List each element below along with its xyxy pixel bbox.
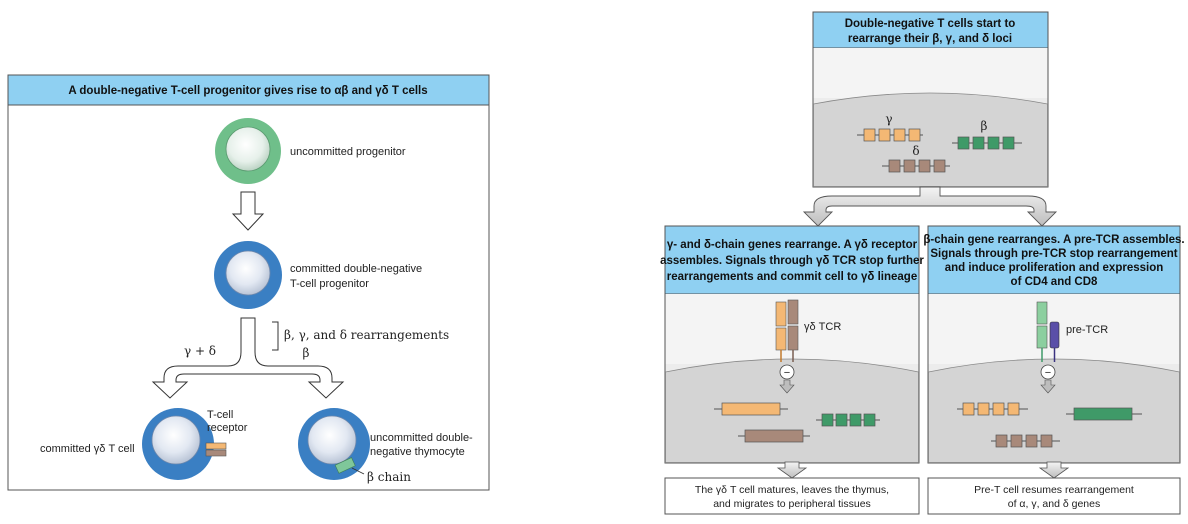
signal-arrow-icon [779, 379, 795, 394]
gamma-delta-title-3: rearrangements and commit cell to γδ lin… [667, 271, 917, 283]
gd-footer-2: and migrates to peripheral tissues [713, 498, 871, 510]
minus-circle-icon [1040, 364, 1056, 380]
gamma-delta-tcr-label: γδ TCR [804, 321, 841, 333]
gamma-locus-label: γ [885, 112, 892, 126]
top-box-title-2: rearrange their β, γ, and δ loci [848, 33, 1012, 45]
committed-progenitor-cell [214, 241, 282, 309]
rearrangements-label: β, γ, and δ rearrangements [284, 328, 449, 342]
beta-locus [952, 136, 1022, 150]
gamma-delta-tcr [775, 299, 799, 362]
tcr-label-1: T-cell [207, 409, 233, 421]
top-box-title-1: Double-negative T cells start to [845, 18, 1016, 30]
branch-gamma-delta-label: γ + δ [184, 344, 216, 358]
signal-arrow-icon [1040, 379, 1056, 394]
top-box: Double-negative T cells start to rearran… [812, 11, 1049, 188]
pre-tcr-box-header [927, 225, 1181, 295]
pre-tcr-box: β-chain gene rearranges. A pre-TCR assem… [923, 225, 1185, 464]
pre-cytoplasm-membrane [928, 358, 1180, 463]
uncommitted-progenitor-cell [215, 118, 281, 184]
pre-tcr-title-3: and induce proliferation and expression [945, 262, 1164, 274]
pre-tcr-title-1: β-chain gene rearranges. A pre-TCR assem… [923, 234, 1184, 246]
tcr-label-2: receptor [207, 422, 248, 434]
gamma-delta-box-header [664, 225, 920, 295]
gamma-delta-t-cell [142, 408, 227, 480]
delta-locus [882, 159, 950, 173]
split-arrow-icon [802, 186, 1058, 227]
committed-progenitor-label-1: committed double-negative [290, 263, 422, 275]
pre-down-arrow-icon [1038, 461, 1070, 479]
gd-rearranged-genes [714, 402, 880, 443]
pre-tcr-label: pre-TCR [1066, 324, 1108, 336]
gd-cytoplasm-membrane [665, 358, 919, 463]
gd-down-arrow-icon [776, 461, 808, 479]
gamma-delta-title-1: γ- and δ-chain genes rearrange. A γδ rec… [667, 239, 918, 251]
dn-thymocyte-cell [298, 408, 370, 480]
thymocyte-label-2: negative thymocyte [370, 446, 465, 458]
down-arrow-icon [231, 191, 265, 231]
beta-chain-label: β chain [367, 470, 411, 484]
pre-footer-1: Pre-T cell resumes rearrangement [974, 484, 1134, 496]
pre-footer-box [927, 477, 1181, 515]
left-panel-header [7, 74, 490, 106]
gd-footer-box [664, 477, 920, 515]
nucleus-region [813, 92, 1048, 187]
uncommitted-progenitor-label: uncommitted progenitor [290, 146, 406, 158]
pre-genes [957, 402, 1142, 448]
beta-locus-label: β [981, 119, 988, 133]
bracket [272, 321, 279, 351]
gd-footer-1: The γδ T cell matures, leaves the thymus… [695, 484, 889, 496]
pre-footer-2: of α, γ, and δ genes [1008, 498, 1100, 510]
branch-beta-label: β [303, 346, 310, 360]
thymocyte-label-1: uncommitted double- [370, 432, 473, 444]
gamma-delta-title-2: assembles. Signals through γδ TCR stop f… [660, 255, 924, 267]
left-panel: A double-negative T-cell progenitor give… [7, 74, 490, 491]
pre-minus-sign: − [1045, 367, 1051, 379]
branching-arrow-icon [151, 317, 345, 399]
pre-tcr-receptor [1036, 301, 1060, 362]
gamma-locus [857, 128, 923, 142]
delta-locus-label: δ [912, 144, 919, 158]
committed-progenitor-label-2: T-cell progenitor [290, 278, 369, 290]
pre-tcr-title-4: of CD4 and CD8 [1011, 276, 1099, 288]
gamma-delta-box: γ- and δ-chain genes rearrange. A γδ rec… [660, 225, 924, 464]
minus-circle-icon [779, 364, 795, 380]
pre-tcr-title-2: Signals through pre-TCR stop rearrangeme… [930, 248, 1177, 260]
gamma-delta-cell-label: committed γδ T cell [40, 443, 135, 455]
minus-sign: − [784, 367, 790, 379]
left-panel-title: A double-negative T-cell progenitor give… [68, 85, 427, 97]
